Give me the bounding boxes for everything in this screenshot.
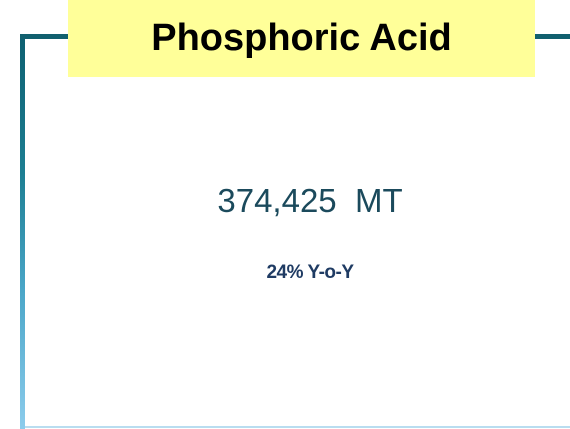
frame-top-line-left xyxy=(20,34,70,39)
frame-bottom-line xyxy=(25,426,570,428)
growth-rate: 24% Y-o-Y xyxy=(266,262,354,283)
title-banner: Phosphoric Acid xyxy=(68,0,535,77)
volume-value: 374,425 MT xyxy=(217,182,403,219)
frame-left-bar xyxy=(20,34,25,429)
frame-top-line-right xyxy=(535,34,570,39)
page-title: Phosphoric Acid xyxy=(151,17,452,59)
